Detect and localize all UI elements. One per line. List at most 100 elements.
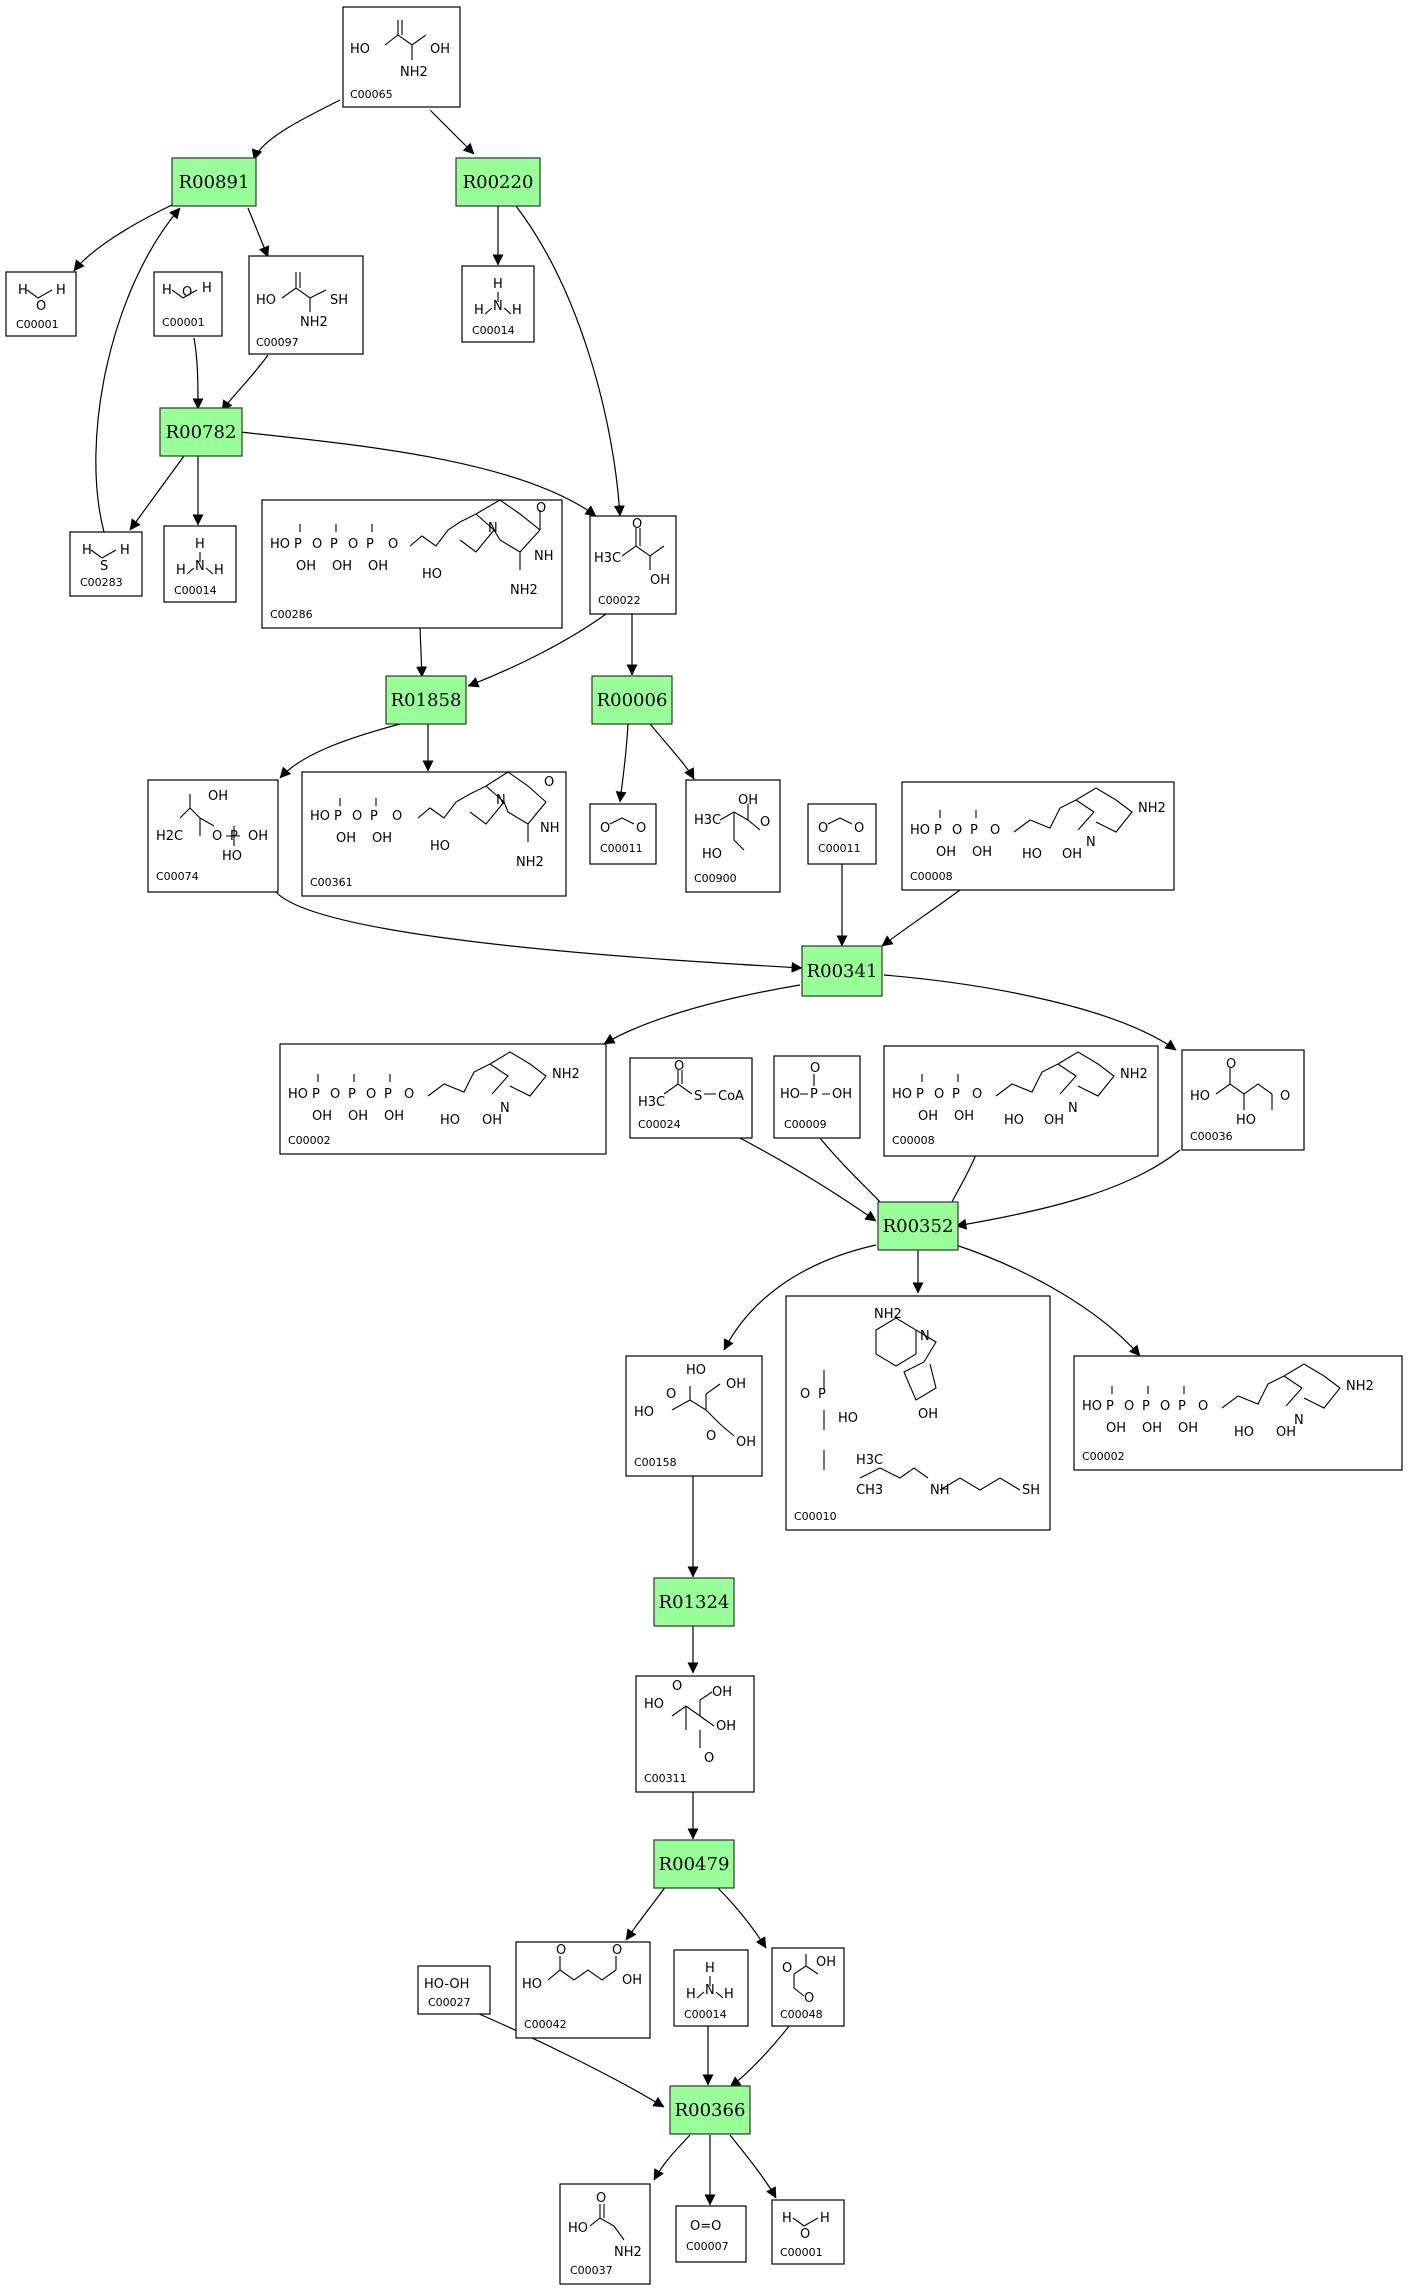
- atom-label: OH: [1142, 1421, 1162, 1436]
- structure-sketch: [281, 272, 327, 312]
- atom-label: O: [706, 1429, 716, 1444]
- compound-node-c00074[interactable]: OH H2C O P OH HO C00074: [147, 779, 279, 893]
- atom-label: HO: [568, 2221, 588, 2236]
- reaction-node-r00366[interactable]: R00366: [669, 2085, 751, 2135]
- atom-label: O: [760, 815, 770, 830]
- edge-r00352-c00158: [723, 1244, 877, 1351]
- compound-node-c00001[interactable]: H O H C00001: [771, 2199, 845, 2265]
- atom-label: O: [636, 821, 646, 836]
- compound-node-c00011[interactable]: O O C00011: [807, 803, 877, 865]
- reaction-node-r00352[interactable]: R00352: [877, 1201, 959, 1251]
- edge-c00048-r00366: [729, 2024, 791, 2088]
- atom-label: OH: [208, 789, 228, 804]
- compound-id: C00011: [600, 842, 643, 855]
- atom-label: O: [1280, 1089, 1290, 1104]
- compound-node-c00008[interactable]: HO P O P O OH OH HO OH N NH2 C00008: [883, 1045, 1159, 1157]
- structure-sketch: [696, 1976, 724, 1999]
- compound-node-c00009[interactable]: HO P OH O C00009: [773, 1055, 861, 1139]
- compound-node-c00283[interactable]: H S H C00283: [69, 531, 143, 597]
- atom-label: OH: [312, 1109, 332, 1124]
- compound-node-c00361[interactable]: HO P O P O OH OH HO N NH NH2 O C00361: [301, 771, 567, 897]
- compound-node-c00024[interactable]: H3C S CoA O C00024: [629, 1057, 753, 1139]
- reaction-node-r01858[interactable]: R01858: [385, 675, 467, 725]
- atom-label: P: [334, 809, 342, 824]
- structure-sketch: [793, 1954, 819, 1997]
- compound-node-c00065[interactable]: HO OH NH2 C00065: [342, 6, 461, 108]
- compound-node-c00014[interactable]: H N H H C00014: [673, 1949, 749, 2027]
- atom-label: P: [952, 1087, 960, 1102]
- compound-node-c00001[interactable]: H O H C00001: [5, 271, 77, 337]
- atom-label: O: [1160, 1399, 1170, 1414]
- atom-label: NH2: [1120, 1067, 1148, 1082]
- compound-node-c00007[interactable]: O=O C00007: [675, 2205, 747, 2263]
- atom-label: N: [496, 793, 506, 808]
- compound-node-c00002[interactable]: HO P O P O P O OH OH OH HO OH N NH2 C000…: [1073, 1355, 1403, 1471]
- compound-node-c00036[interactable]: HO O O HO C00036: [1181, 1049, 1305, 1151]
- reaction-node-r00341[interactable]: R00341: [801, 945, 883, 997]
- compound-node-c00048[interactable]: O OH O C00048: [771, 1947, 845, 2027]
- atom-label: OH: [1276, 1425, 1296, 1440]
- atom-label: OH: [716, 1719, 736, 1734]
- compound-node-c00008[interactable]: HO P O P O OH OH HO OH N NH2 C00008: [901, 781, 1175, 891]
- compound-node-c00042[interactable]: HO O OH O C00042: [515, 1941, 651, 2039]
- compound-node-c00027[interactable]: HO-OH C00027: [417, 1965, 491, 2015]
- compound-node-c00014[interactable]: H N H H C00014: [163, 525, 237, 603]
- reaction-node-r00479[interactable]: R00479: [653, 1839, 735, 1889]
- compound-node-c00311[interactable]: HO O OH OH O C00311: [635, 1675, 755, 1793]
- structure-sketch: [179, 794, 240, 846]
- atom-label: O: [972, 1087, 982, 1102]
- atom-label: OH: [972, 845, 992, 860]
- compound-node-c00158[interactable]: HO O HO OH OH O C00158: [625, 1355, 763, 1477]
- compound-node-c00014[interactable]: H N H H C00014: [461, 265, 535, 343]
- reaction-label: R01324: [659, 1592, 730, 1613]
- atom-label: H: [214, 563, 224, 578]
- compound-node-c00002[interactable]: HO P O P O P O OH OH OH HO OH N NH2 C000…: [279, 1043, 607, 1155]
- atom-label: HO: [350, 42, 370, 57]
- atom-label: H: [195, 537, 205, 552]
- reaction-label: R00006: [597, 690, 668, 711]
- atom-label: N: [500, 1101, 510, 1116]
- reaction-node-r00782[interactable]: R00782: [159, 407, 243, 457]
- reaction-node-r00220[interactable]: R00220: [455, 157, 541, 207]
- structure-sketch: [26, 289, 53, 299]
- compound-node-c00001[interactable]: H O H C00001: [153, 271, 223, 337]
- compound-id: C00042: [524, 2018, 567, 2031]
- edge-c00008-r00341: [881, 889, 961, 947]
- atom-label: HO: [702, 847, 722, 862]
- atom-label: H: [493, 277, 503, 292]
- edge-c00027-r00366: [469, 2009, 665, 2108]
- atom-label: O: [818, 821, 828, 836]
- compound-node-c00011[interactable]: O O C00011: [589, 803, 657, 865]
- atom-label: O: [1124, 1399, 1134, 1414]
- atom-label: OH: [296, 559, 316, 574]
- structure-sketch: [663, 1070, 716, 1095]
- atom-label: OH: [348, 1109, 368, 1124]
- compound-id: C00361: [310, 876, 353, 889]
- compound-node-c00900[interactable]: H3C OH O HO C00900: [685, 779, 781, 893]
- atom-label: NH: [534, 549, 554, 564]
- atom-label: P: [818, 1387, 826, 1402]
- reaction-label: R00366: [675, 2100, 746, 2121]
- compound-id: C00009: [784, 1118, 827, 1131]
- atom-label: OH: [936, 845, 956, 860]
- edge-c00001-r00782: [192, 337, 204, 410]
- atom-label: HO: [644, 1697, 664, 1712]
- compound-node-c00010[interactable]: NH2 N OH HO P O H3C CH3 NH SH C00010: [785, 1295, 1051, 1531]
- atom-label: HO: [1236, 1113, 1256, 1128]
- atom-label: HO: [838, 1411, 858, 1426]
- compound-node-c00022[interactable]: H3C OH O C00022: [589, 515, 677, 615]
- atom-label: O: [348, 537, 358, 552]
- reaction-node-r00006[interactable]: R00006: [591, 675, 673, 725]
- atom-label: O: [674, 1059, 684, 1074]
- compound-id: C00002: [288, 1134, 331, 1147]
- compound-node-c00037[interactable]: HO O NH2 C00037: [559, 2183, 651, 2285]
- atom-label: H3C: [594, 551, 621, 566]
- compound-node-c00097[interactable]: HO SH NH2 C00097: [248, 255, 364, 355]
- atom-label: HO: [222, 849, 242, 864]
- compound-node-c00286[interactable]: HO P O P O P O OH OH OH HO N NH NH2 O C0…: [261, 499, 563, 629]
- reaction-node-r00891[interactable]: R00891: [171, 157, 257, 207]
- atom-label: H: [512, 303, 522, 318]
- atom-label: S: [694, 1089, 702, 1104]
- reaction-node-r01324[interactable]: R01324: [653, 1577, 735, 1627]
- atom-label: OH: [650, 573, 670, 588]
